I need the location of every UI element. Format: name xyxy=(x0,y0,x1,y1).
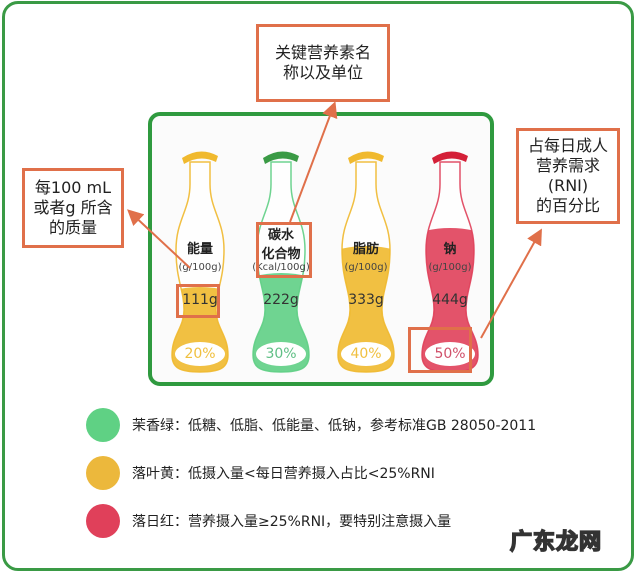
callout-rni-percent: 占每日成人 营养需求 (RNI) 的百分比 xyxy=(516,128,620,224)
nutrient-value: 222g xyxy=(263,292,299,308)
bottle-cap-icon xyxy=(348,151,384,164)
legend-text: 落日红：营养摄入量≥25%RNI，要特别注意摄入量 xyxy=(132,514,452,530)
legend-text: 落叶黄：低摄入量<每日营养摄入占比<25%RNI xyxy=(132,466,435,482)
callout-line: 营养需求 xyxy=(535,156,600,175)
outer-frame xyxy=(2,1,634,571)
nutrient-unit: (g/100g) xyxy=(344,262,388,273)
nutrient-name: 能量 xyxy=(186,242,213,257)
nutrient-name: 碳水化合物 xyxy=(261,228,301,262)
nutrient-value: 111g xyxy=(182,292,218,308)
callout-line: 的百分比 xyxy=(535,196,600,215)
callout-mass-per-100: 每100 mL 或者g 所含 的质量 xyxy=(22,168,124,248)
nutrient-value: 444g xyxy=(432,292,468,308)
bottle-cap-icon xyxy=(182,151,218,164)
highlight-name-box xyxy=(256,222,312,278)
rni-percent: 40% xyxy=(341,342,391,366)
highlight-percent-box xyxy=(408,327,472,373)
nutrient-name: 钠 xyxy=(443,242,457,257)
nutrient-name: 脂肪 xyxy=(352,242,379,257)
bottle-2: 脂肪 (g/100g) 333g 40% xyxy=(330,150,402,375)
rni-percent: 20% xyxy=(175,342,225,366)
legend-item-red: 落日红：营养摄入量≥25%RNI，要特别注意摄入量 xyxy=(86,504,451,538)
callout-line: (RNI) xyxy=(547,176,589,195)
legend-item-green: 茉香绿：低糖、低脂、低能量、低钠，参考标准GB 28050-2011 xyxy=(86,408,536,442)
bottle-cap-icon xyxy=(432,151,468,164)
nutrient-unit: (g/100g) xyxy=(178,262,222,273)
callout-line: 占每日成人 xyxy=(527,136,608,155)
callout-nutrient-name: 关键营养素名 称以及单位 xyxy=(256,24,390,102)
legend-dot-red xyxy=(86,504,120,538)
legend-dot-green xyxy=(86,408,120,442)
rni-percent: 30% xyxy=(256,342,306,366)
bottle-3: 钠 (g/100g) 444g 50% xyxy=(414,150,486,375)
callout-line: 关键营养素名 xyxy=(274,43,371,62)
bottle-icon xyxy=(421,151,479,373)
bottle-icon xyxy=(337,151,395,373)
legend-item-yellow: 落叶黄：低摄入量<每日营养摄入占比<25%RNI xyxy=(86,456,435,490)
nutrient-unit: (g/100g) xyxy=(428,262,472,273)
nutrient-unit: (Kcal/100g) xyxy=(252,262,310,273)
rni-percent: 50% xyxy=(425,342,475,366)
callout-line: 的质量 xyxy=(48,218,97,237)
watermark: 广东龙网 xyxy=(509,529,602,556)
nutrient-value: 333g xyxy=(348,292,384,308)
callout-line: 每100 mL xyxy=(34,178,112,197)
legend-text: 茉香绿：低糖、低脂、低能量、低钠，参考标准GB 28050-2011 xyxy=(132,418,537,434)
bottle-0: 能量 (g/100g) 111g 20% xyxy=(164,150,236,375)
callout-line: 称以及单位 xyxy=(282,63,363,82)
callout-line: 或者g 所含 xyxy=(33,198,113,217)
legend-dot-yellow xyxy=(86,456,120,490)
highlight-value-box xyxy=(176,284,220,318)
